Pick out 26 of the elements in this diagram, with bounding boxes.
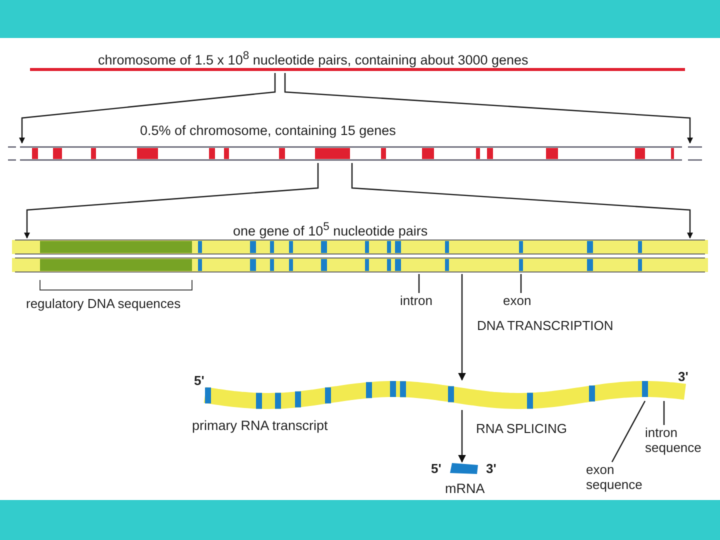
leader-line (663, 401, 665, 425)
leader-label: intron (400, 293, 440, 309)
three-prime-label: 3' (678, 369, 688, 384)
chromosome-caption: chromosome of 1.5 x 10$^{8}$ nucleotide pairs, containing about 3000 genes (98, 49, 528, 68)
arrow (351, 163, 693, 239)
edge-label: RNA SPLICING (476, 421, 568, 436)
arrow (458, 410, 466, 463)
five-prime-label: 5' (431, 461, 442, 476)
arrow (24, 163, 319, 239)
edge-label: DNA TRANSCRIPTION (477, 318, 614, 333)
leader-line (418, 274, 420, 293)
leader-line (611, 400, 646, 462)
leader-label: exon (503, 293, 539, 309)
five-prime-label: 5' (194, 373, 204, 388)
three-prime-label: 3' (486, 461, 496, 476)
leader-label: intron sequence (645, 425, 713, 457)
gene-caption: one gene of 10$^{5}$ nucleotide pairs (233, 220, 428, 238)
arrow (284, 73, 693, 144)
mrna-caption: mRNA (445, 481, 485, 496)
leader-label: exon sequence (586, 462, 654, 494)
segment-caption: 0.5% of chromosome, containing 15 genes (140, 123, 396, 138)
arrow (458, 274, 466, 381)
arrow (19, 73, 276, 144)
leader-line (520, 274, 522, 293)
region-label: regulatory DNA sequences (26, 296, 181, 311)
transcript-caption: primary RNA transcript (192, 418, 328, 433)
